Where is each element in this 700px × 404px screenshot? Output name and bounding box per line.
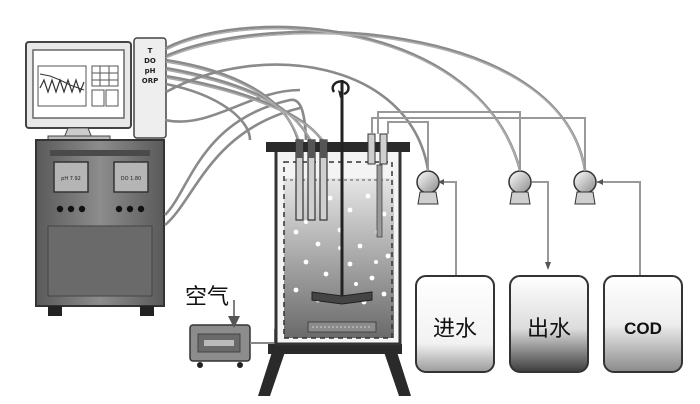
cabinet-foot-left <box>48 306 62 316</box>
display-right <box>113 161 149 193</box>
impeller <box>311 291 373 305</box>
tank-cod: COD <box>603 275 683 373</box>
air-label: 空气 <box>185 285 229 310</box>
pump-inlet <box>416 170 440 205</box>
tank-outlet: 出水 <box>509 275 589 373</box>
display-right-text: DO 1.80 <box>121 176 142 182</box>
reactor-lid <box>266 142 410 152</box>
tank-outlet-label: 出水 <box>527 317 571 342</box>
display-left-text: pH 7.92 <box>61 176 81 182</box>
sensor-probes <box>295 139 328 221</box>
display-left <box>53 161 89 193</box>
control-cabinet: T DO pH ORP pH 7.92 DO 1.80 <box>25 37 167 316</box>
wave-chart-icon <box>39 78 85 94</box>
pump-outlet <box>508 170 532 205</box>
tank-inlet: 进水 <box>415 275 495 373</box>
cabinet-foot-right <box>140 306 154 316</box>
stand-leg-right <box>384 352 411 396</box>
air-pump <box>189 300 251 368</box>
bioreactor <box>258 80 411 396</box>
reactor-ports <box>367 133 388 238</box>
tank-cod-label: COD <box>624 319 662 338</box>
knob-row-left <box>56 205 86 213</box>
stirrer-rotation-icon <box>331 80 350 96</box>
inner-baffle <box>283 161 393 339</box>
stand-platform <box>268 344 402 354</box>
stand-leg-left <box>258 352 285 396</box>
sensor-label-do: DO <box>144 57 156 65</box>
tank-inlet-label: 进水 <box>433 317 477 342</box>
sensor-label-orp: ORP <box>142 77 158 85</box>
sensor-transmitter <box>133 37 167 139</box>
sensor-label-ph: pH <box>145 67 156 75</box>
sensor-label-t: T <box>148 47 153 55</box>
pump-cod <box>573 170 597 205</box>
knob-row-right <box>115 205 145 213</box>
process-piping <box>371 111 641 280</box>
